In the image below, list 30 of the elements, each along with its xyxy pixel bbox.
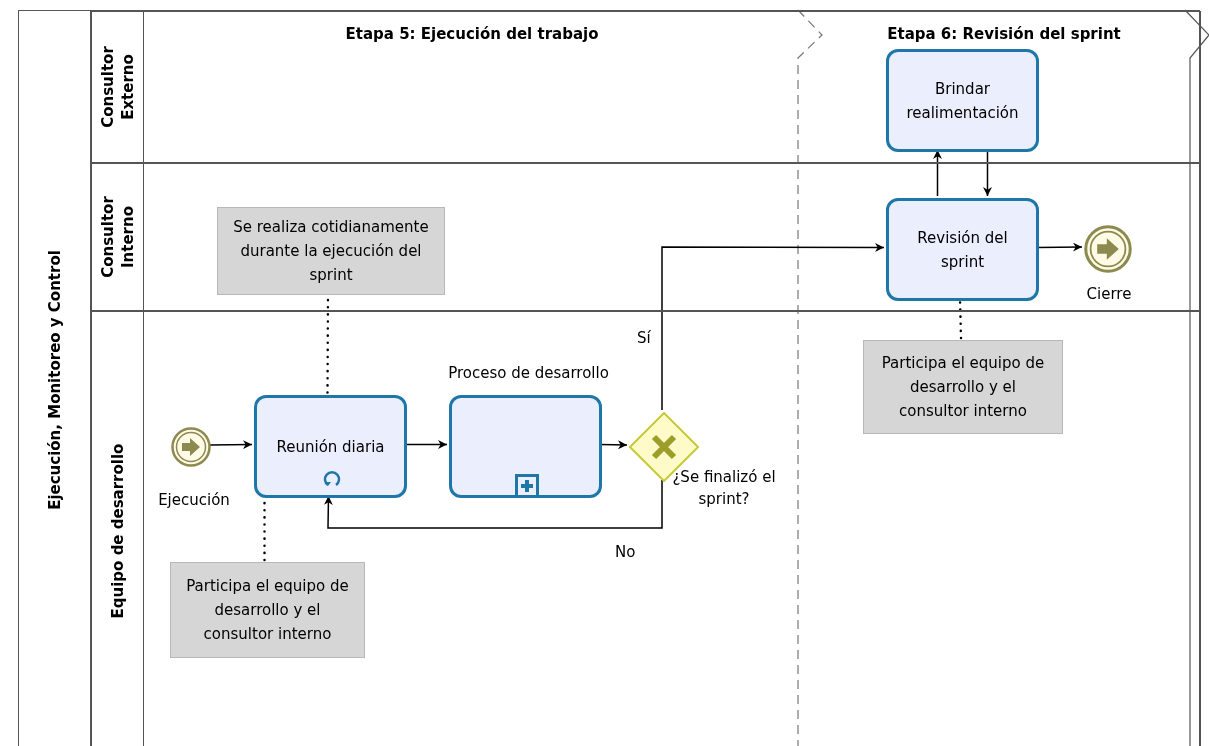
swimlane — [91, 311, 1201, 746]
phase-title: Etapa 6: Revisión del sprint — [887, 23, 1121, 45]
swimlane — [91, 163, 1201, 311]
annotation-text: Se realiza cotidianamente durante la ejecución del sprint — [232, 217, 430, 286]
task-label: Reunión diaria — [275, 436, 386, 458]
edge-label: Sí — [637, 328, 651, 349]
annotation-box — [170, 562, 365, 658]
subprocess-title: Proceso de desarrollo — [447, 363, 610, 384]
event-label: Ejecución — [157, 490, 231, 511]
annotation-box — [863, 340, 1063, 434]
lane-title: Consultor Externo — [98, 45, 138, 130]
event-label: ¿Se finalizó el sprint? — [671, 467, 777, 510]
phase-title: Etapa 5: Ejecución del trabajo — [345, 23, 599, 45]
lane-title: Equipo de desarrollo — [108, 442, 128, 621]
task-label: Brindar realimentación — [905, 78, 1020, 124]
edge-label: No — [615, 542, 636, 563]
task-label: Revisión del sprint — [916, 227, 1009, 273]
task-box — [886, 49, 1039, 152]
lane-title: Ejecución, Monitoreo y Control — [45, 249, 65, 512]
sequence-arrow — [661, 243, 885, 411]
annotation-text: Participa el equipo de desarrollo y el consultor interno — [880, 353, 1046, 422]
pool — [18, 10, 1200, 746]
event-label: Cierre — [1085, 284, 1133, 305]
swimlane — [91, 11, 1201, 163]
task-box — [254, 395, 407, 498]
lane-title: Consultor Interno — [98, 195, 138, 280]
sequence-arrow — [323, 479, 663, 529]
annotation-box — [217, 207, 445, 295]
task-box — [886, 198, 1039, 301]
annotation-text: Participa el equipo de desarrollo y el consultor interno — [185, 576, 350, 645]
